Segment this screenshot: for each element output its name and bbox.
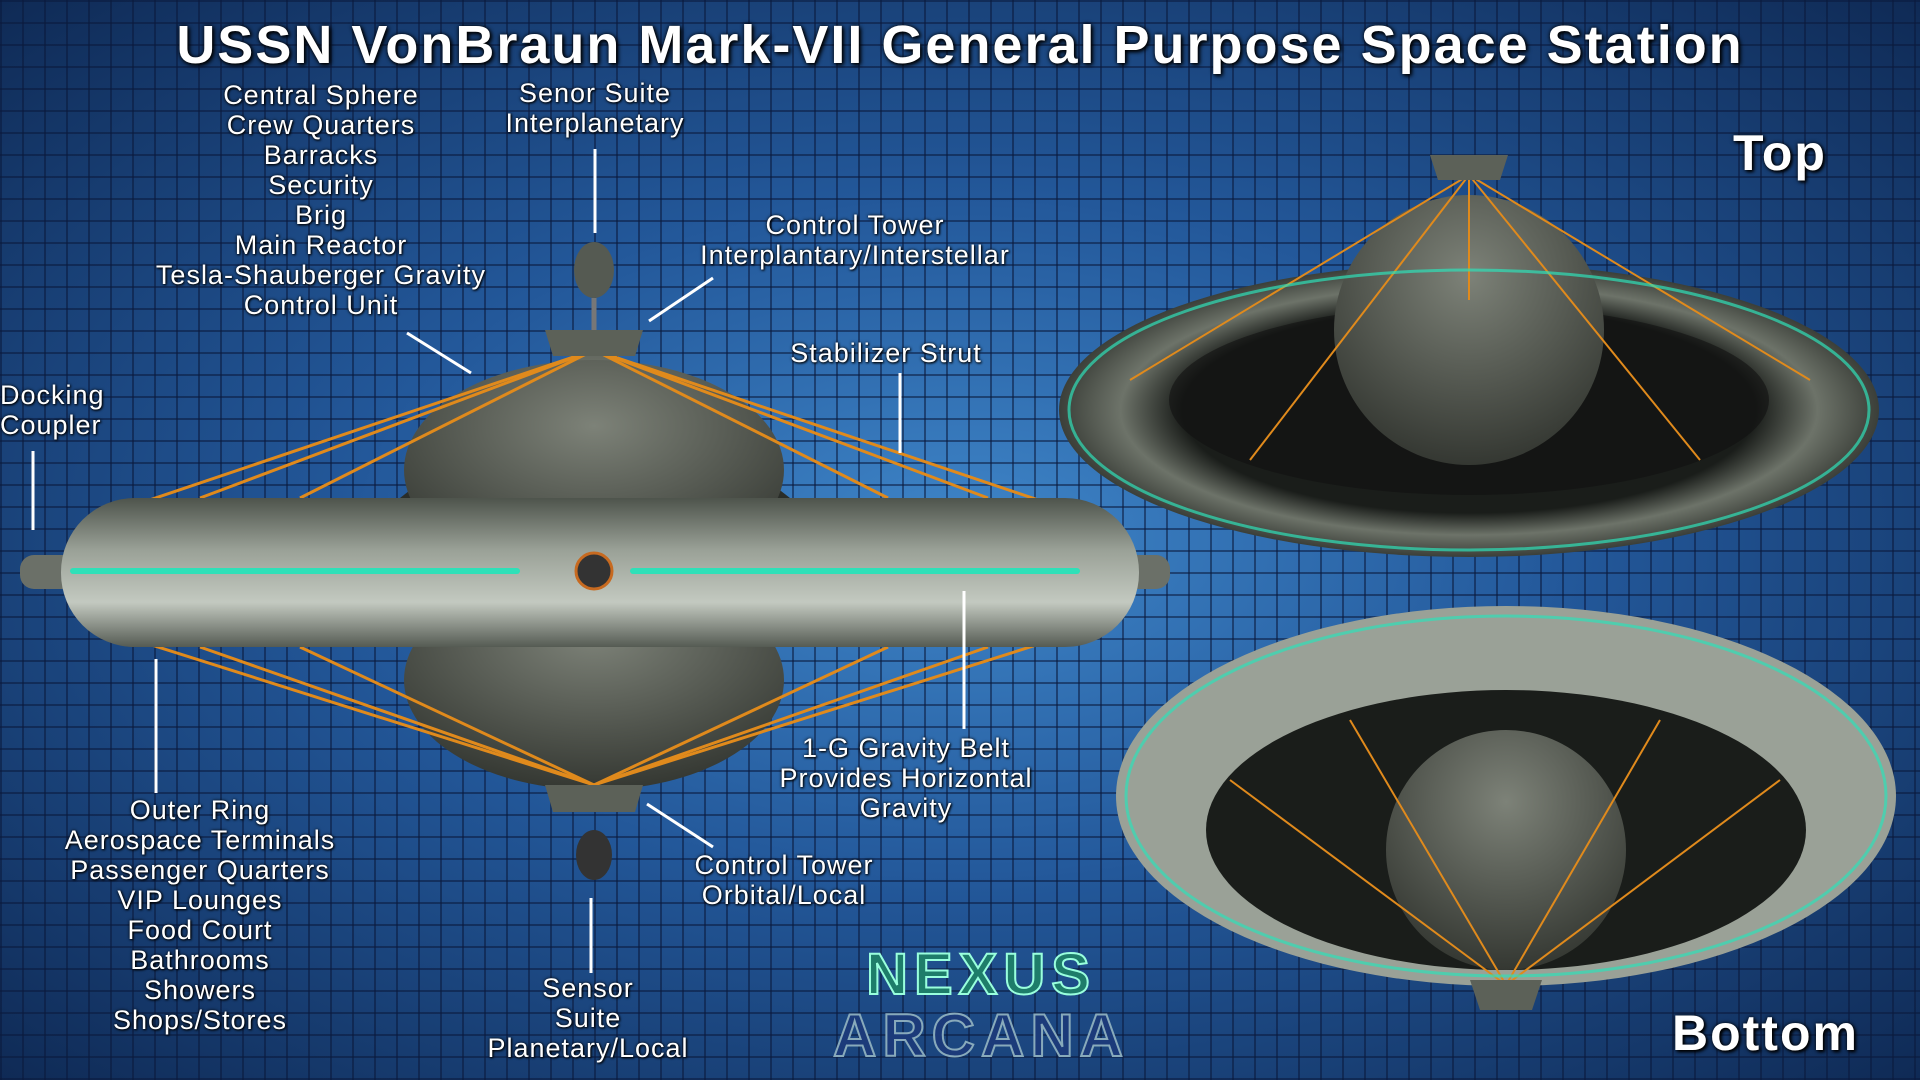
label-line: Central Sphere	[223, 80, 419, 110]
label-line: Control Tower	[694, 850, 874, 880]
label-line: Food Court	[127, 915, 273, 945]
outer-ring-label: Outer Ring Aerospace Terminals Passenger…	[0, 795, 400, 1035]
control-tower-lower-label: Control Tower Orbital/Local	[634, 850, 934, 910]
label-line: Brig	[294, 200, 347, 230]
label-line: Passenger Quarters	[70, 855, 330, 885]
view-label-top: Top	[1733, 125, 1827, 181]
view-label-bottom: Bottom	[1672, 1005, 1859, 1061]
label-line: Showers	[143, 975, 257, 1005]
docking-coupler-label: Docking Coupler	[0, 380, 140, 440]
control-tower-upper-label: Control Tower Interplantary/Interstellar	[635, 210, 1075, 270]
senor-suite-label: Senor Suite Interplanetary	[445, 78, 745, 138]
logo-line-1: NEXUS	[865, 942, 1096, 1007]
label-line: Barracks	[263, 140, 379, 170]
label-line: Gravity	[859, 793, 953, 823]
label-line: Suite	[554, 1003, 622, 1033]
label-line: Outer Ring	[129, 795, 271, 825]
page-title: USSN VonBraun Mark-VII General Purpose S…	[176, 15, 1744, 75]
label-line: Interplanetary	[505, 108, 685, 138]
logo-line-2: ARCANA	[832, 1002, 1129, 1069]
label-line: Bathrooms	[130, 945, 270, 975]
side-view	[20, 242, 1170, 880]
label-line: Aerospace Terminals	[64, 825, 336, 855]
label-line: Control Unit	[243, 290, 399, 320]
label-line: Tesla-Shauberger Gravity	[155, 260, 487, 290]
stabilizer-struts	[119, 348, 1069, 787]
label-line: Sensor	[542, 973, 634, 1003]
label-line: Crew Quarters	[226, 110, 416, 140]
nexus-arcana-logo: NEXUS ARCANA	[771, 942, 1191, 1069]
label-line: Senor Suite	[518, 78, 672, 108]
label-line: Provides Horizontal	[779, 763, 1033, 793]
label-line: Coupler	[0, 410, 102, 440]
label-line: Orbital/Local	[701, 880, 867, 910]
label-line: Stabilizer Strut	[790, 338, 982, 368]
bottom-view	[1116, 606, 1896, 1010]
gravity-belt-label: 1-G Gravity Belt Provides Horizontal Gra…	[716, 733, 1096, 823]
label-line: Interplantary/Interstellar	[700, 240, 1010, 270]
label-line: Main Reactor	[234, 230, 408, 260]
label-line: Control Tower	[765, 210, 945, 240]
label-line: Planetary/Local	[487, 1033, 689, 1063]
sensor-suite-label: Sensor Suite Planetary/Local	[448, 973, 728, 1063]
label-line: 1-G Gravity Belt	[801, 733, 1011, 763]
label-line: Docking	[0, 380, 105, 410]
label-line: Security	[268, 170, 374, 200]
callout-lines	[31, 149, 966, 973]
top-view	[1059, 155, 1879, 557]
label-line: VIP Lounges	[117, 885, 283, 915]
central-sphere-label: Central Sphere Crew Quarters Barracks Se…	[101, 80, 541, 320]
label-line: Shops/Stores	[112, 1005, 288, 1035]
stabilizer-strut-label: Stabilizer Strut	[736, 338, 1036, 368]
